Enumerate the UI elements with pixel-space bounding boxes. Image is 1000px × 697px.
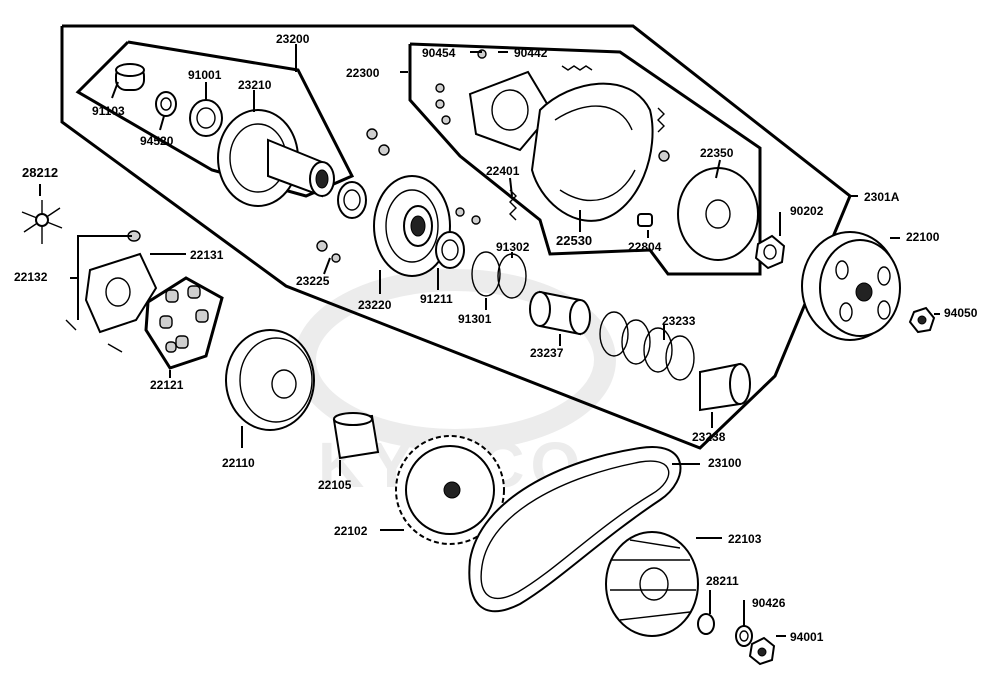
nut-94001 (748, 636, 776, 666)
label-22105: 22105 (318, 478, 352, 492)
bushing-22105 (332, 412, 380, 460)
driven-sheave-23210 (217, 109, 335, 207)
label-22300: 22300 (346, 66, 380, 80)
movable-drive-face-22110 (225, 329, 315, 431)
label-94520: 94520 (140, 134, 174, 148)
clutch-spring-top (561, 65, 665, 133)
ramp-plate-22131 (65, 230, 158, 353)
seal-91211 (435, 231, 465, 269)
rollers-22121 (159, 285, 209, 353)
roller-set-frame (144, 276, 224, 370)
assembly-frame-2301A (60, 24, 852, 450)
clutch-bell-22100 (801, 231, 901, 341)
label-23238: 23238 (692, 430, 726, 444)
o-ring-91301 (471, 251, 501, 297)
nut-90202 (754, 234, 786, 270)
label-22530: 22530 (556, 233, 593, 248)
small-hardware (316, 49, 670, 263)
label-2301A: 2301A (864, 190, 900, 204)
collar-23237 (529, 290, 591, 336)
label-22100: 22100 (906, 230, 940, 244)
fan-22103 (605, 531, 699, 637)
label-91301: 91301 (458, 312, 492, 326)
label-23233: 23233 (662, 314, 696, 328)
clutch-shoes-22530 (530, 82, 654, 222)
label-91211: 91211 (420, 292, 453, 306)
label-23220: 23220 (358, 298, 392, 312)
clutch-plate-90454 (468, 70, 554, 152)
drive-sheave-23220 (373, 175, 451, 277)
clip-28212 (21, 200, 63, 244)
leader-lines (39, 44, 940, 637)
label-94050: 94050 (944, 306, 978, 320)
label-28212: 28212 (22, 165, 59, 180)
label-91302: 91302 (496, 240, 530, 254)
label-23200: 23200 (276, 32, 310, 46)
drive-face-22102 (395, 435, 505, 545)
label-22350: 22350 (700, 146, 734, 160)
label-90442: 90442 (514, 46, 548, 60)
spring-23233 (599, 311, 695, 381)
washer-90426 (735, 625, 753, 647)
label-22103: 22103 (728, 532, 762, 546)
label-22121: 22121 (150, 378, 184, 392)
bushing-91103 (115, 63, 145, 91)
label-23100: 23100 (708, 456, 742, 470)
collar-23238 (699, 362, 751, 412)
label-28211: 28211 (706, 574, 739, 588)
label-22131: 22131 (190, 248, 224, 262)
label-22110: 22110 (222, 456, 255, 470)
seal-91001 (189, 99, 223, 137)
label-23237: 23237 (530, 346, 564, 360)
label-22132: 22132 (14, 270, 48, 284)
label-22401: 22401 (486, 164, 520, 178)
spacer-22804 (637, 213, 653, 227)
washer-28211 (697, 613, 715, 635)
nut-94050 (908, 306, 936, 334)
clutch-spring-22401 (509, 189, 517, 221)
label-90202: 90202 (790, 204, 824, 218)
ring-94520 (155, 91, 177, 117)
belt-23100 (468, 445, 682, 613)
assembly-frame-22300 (408, 42, 762, 276)
label-23225: 23225 (296, 274, 330, 288)
label-22804: 22804 (628, 240, 662, 254)
label-94001: 94001 (790, 630, 824, 644)
label-91103: 91103 (92, 104, 125, 118)
assembly-frame-23200 (75, 40, 355, 198)
label-23210: 23210 (238, 78, 272, 92)
label-22102: 22102 (334, 524, 368, 538)
label-90426: 90426 (752, 596, 786, 610)
label-90454: 90454 (422, 46, 456, 60)
label-91001: 91001 (188, 68, 222, 82)
clutch-plate-22350 (677, 167, 759, 261)
seal-ring (337, 181, 367, 219)
